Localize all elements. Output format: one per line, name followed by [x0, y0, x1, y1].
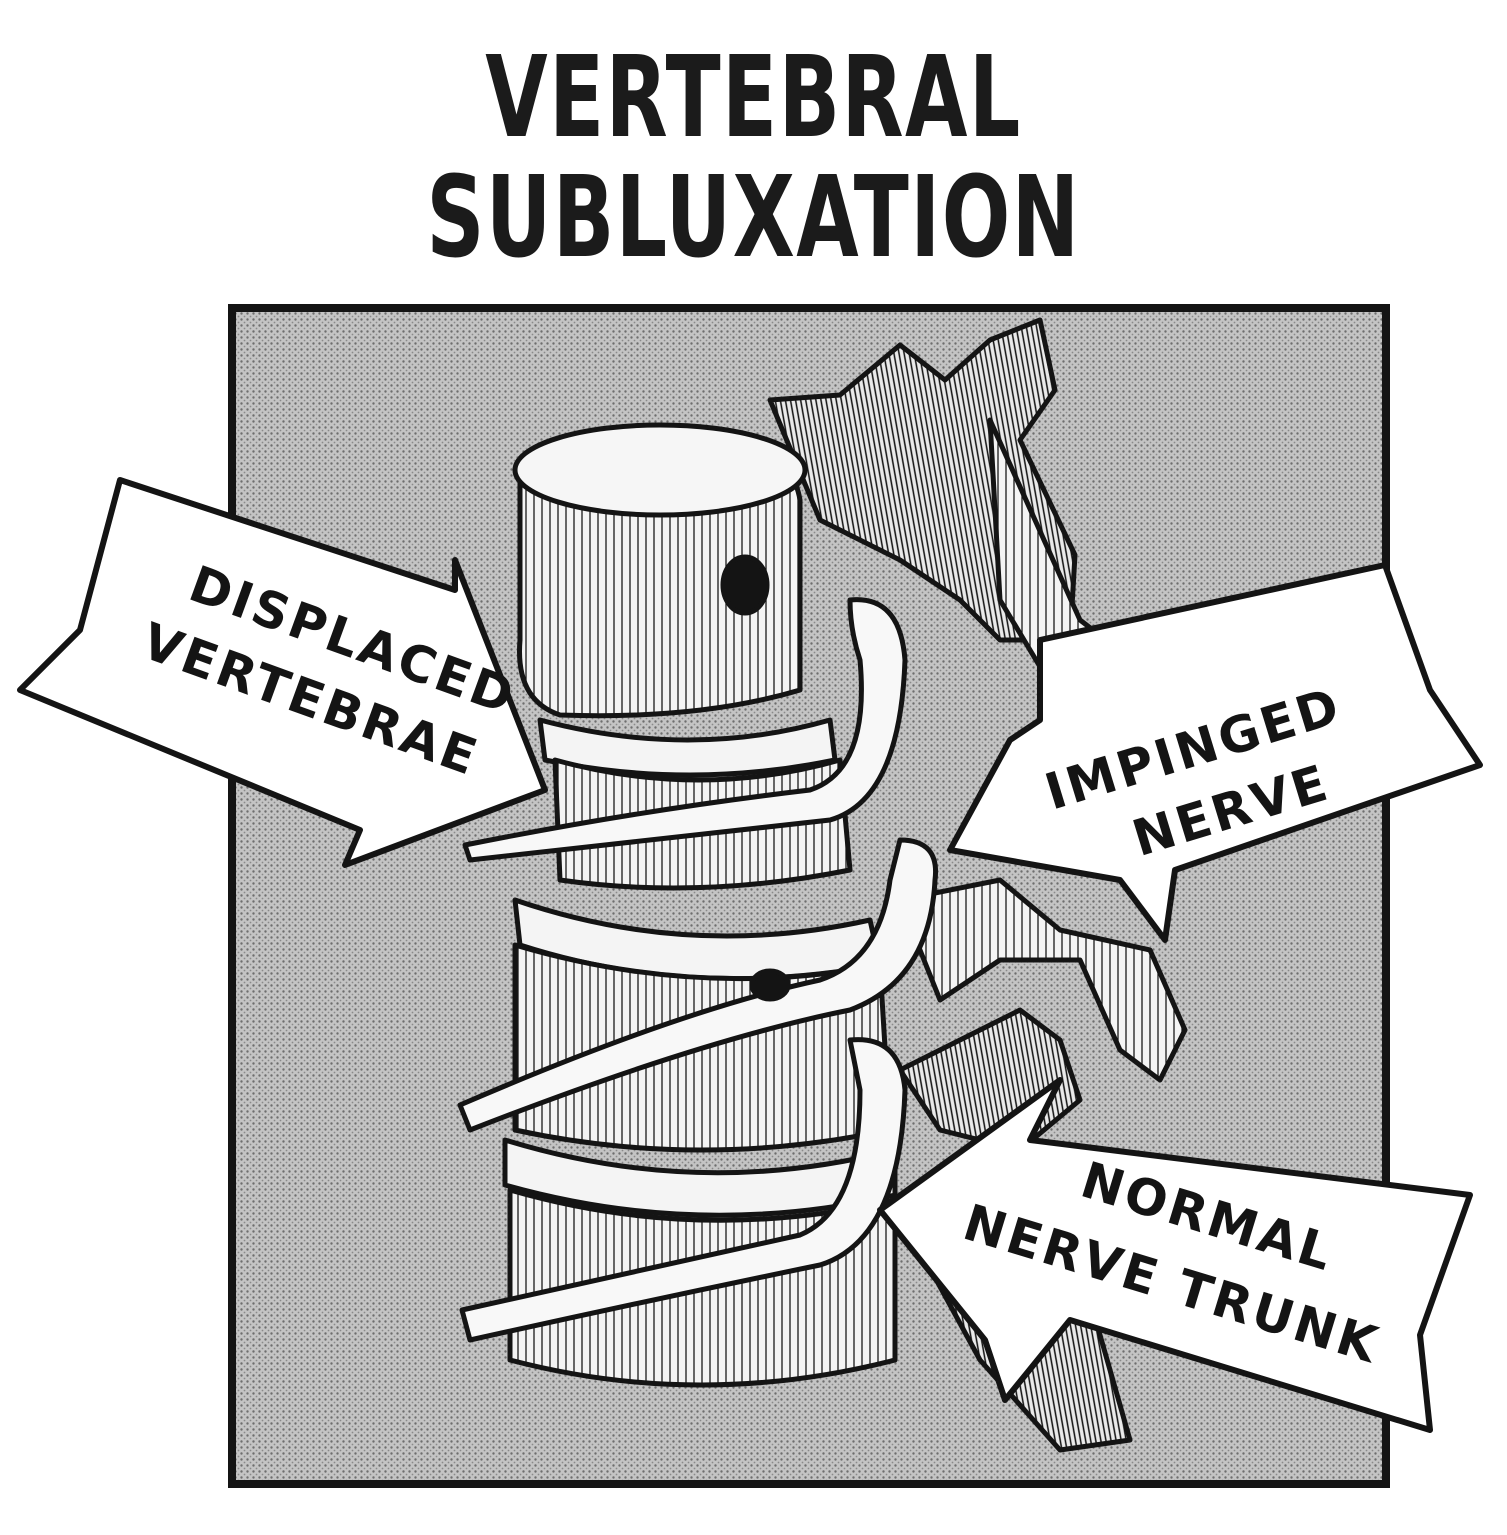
posterior-process-middle	[897, 877, 1188, 1083]
arrow-normal-nerve-trunk: NORMAL NERVE TRUNK	[877, 1077, 1473, 1433]
vertebra-top-surface	[512, 422, 808, 518]
page-title: VERTEBRAL SUBLUXATION	[426, 33, 1081, 283]
foramen-lower	[749, 968, 791, 1002]
normal-nerve-trunk	[459, 1037, 908, 1343]
foramen-upper	[720, 554, 770, 616]
arrow-displaced-vertebrae: DISPLACED VERTEBRAE	[17, 477, 548, 868]
nerve-middle	[457, 837, 939, 1133]
arrow-impinged-nerve: IMPINGED NERVE	[947, 562, 1483, 943]
impinged-nerve-upper	[462, 597, 908, 863]
spine-column	[457, 317, 1188, 1453]
